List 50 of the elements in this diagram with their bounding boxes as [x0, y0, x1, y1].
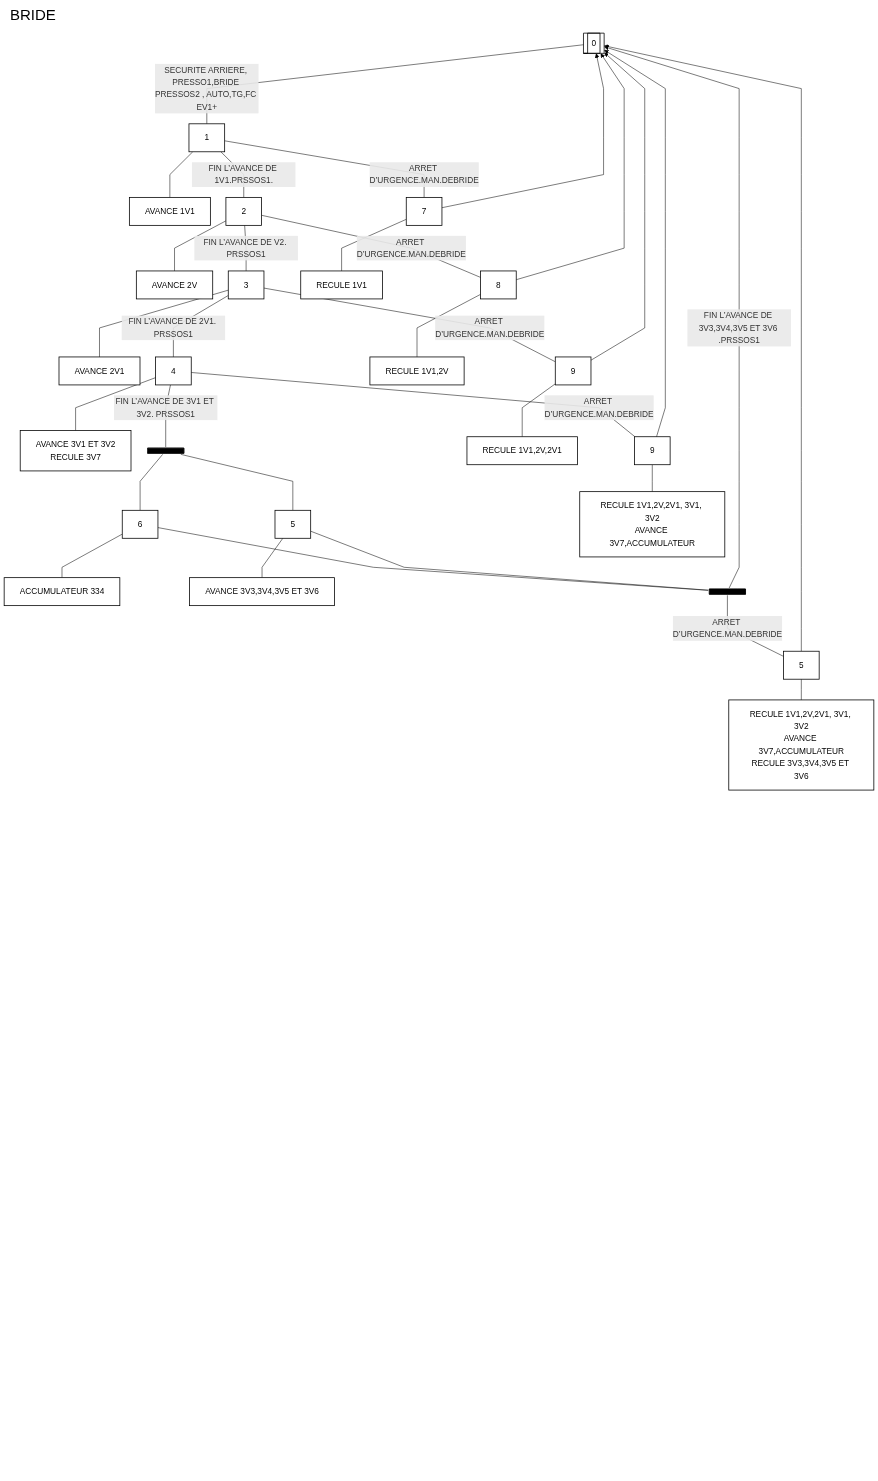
node-box: AVANCE 2V: [135, 270, 214, 300]
connector: [801, 678, 802, 701]
connector: [263, 287, 556, 362]
connector: [416, 294, 481, 358]
node-box: RECULE 1V1,2V,2V1, 3V1, 3V2 AVANCE 3V7,ACCUMULATEUR RECULE 3V3,3V4,3V5 ET 3V6: [728, 699, 875, 791]
node-box: RECULE 1V1: [300, 270, 383, 300]
edge-label: SECURITE ARRIERE, PRESSO1,BRIDE PRESSOS2 , AUTO,TG,FC EV1+: [155, 65, 257, 112]
connector: [75, 377, 156, 431]
edge-label: FIN L’AVANCE DE 3V3,3V4,3V5 ET 3V6 .PRSSOS1: [698, 310, 778, 345]
node-box: AVANCE 1V1: [129, 197, 211, 226]
transition-condition: BRIDE: [10, 6, 56, 23]
node-box: 3: [227, 270, 265, 300]
edge-label: ARRET D’URGENCE.MAN.DEBRIDE: [356, 237, 466, 259]
node-box: 9: [634, 436, 671, 466]
connector: [180, 454, 294, 511]
node-box: RECULE 1V1,2V,2V1: [466, 436, 578, 466]
edge-label: ARRET D’URGENCE.MAN.DEBRIDE: [435, 317, 545, 339]
edge-label: FIN L’AVANCE DE 1V1.PRSSOS1.: [208, 163, 277, 185]
connector: [174, 220, 227, 272]
node-box: 6: [121, 509, 159, 539]
connector: [61, 533, 123, 578]
edge-label: FIN L’AVANCE DE V2. PRSSOS1: [203, 237, 287, 259]
node-box: 4: [155, 356, 192, 386]
edge-label: FIN L’AVANCE DE 3V1 ET 3V2. PRSSOS1: [115, 396, 214, 419]
node-box: 2: [225, 197, 262, 226]
node-box: 5: [783, 650, 820, 680]
node-box: 1: [188, 123, 226, 153]
edge-label: ARRET D’URGENCE.MAN.DEBRIDE: [544, 396, 654, 419]
node-box: 9: [554, 356, 592, 386]
connector: [169, 151, 193, 198]
node-box: RECULE 1V1,2V: [369, 356, 465, 386]
edge-label: FIN L’AVANCE DE 2V1. PRSSOS1: [128, 317, 217, 339]
connector: [157, 527, 709, 591]
edge-label: ARRET D’URGENCE.MAN.DEBRIDE: [369, 163, 479, 185]
connector: [652, 464, 653, 492]
node-box: 7: [405, 197, 443, 226]
connector: [261, 215, 481, 278]
connector: [191, 372, 636, 437]
connector: [139, 454, 163, 511]
edge-label: ARRET D’URGENCE.MAN.DEBRIDE: [672, 617, 782, 639]
node-box: AVANCE 3V3,3V4,3V5 ET 3V6: [189, 577, 335, 606]
connector: [310, 530, 709, 591]
node-box: 5: [274, 509, 312, 539]
node-box: ACCUMULATEUR 334: [3, 577, 121, 606]
node-box: 8: [480, 270, 517, 300]
connector: [261, 538, 284, 578]
node-box: RECULE 1V1,2V,2V1, 3V1, 3V2 AVANCE 3V7,ACCUMULATEUR: [579, 491, 726, 558]
node-box: AVANCE 3V1 ET 3V2 RECULE 3V7: [19, 430, 132, 472]
node-box: AVANCE 2V1: [58, 356, 141, 386]
connector: [521, 383, 556, 437]
